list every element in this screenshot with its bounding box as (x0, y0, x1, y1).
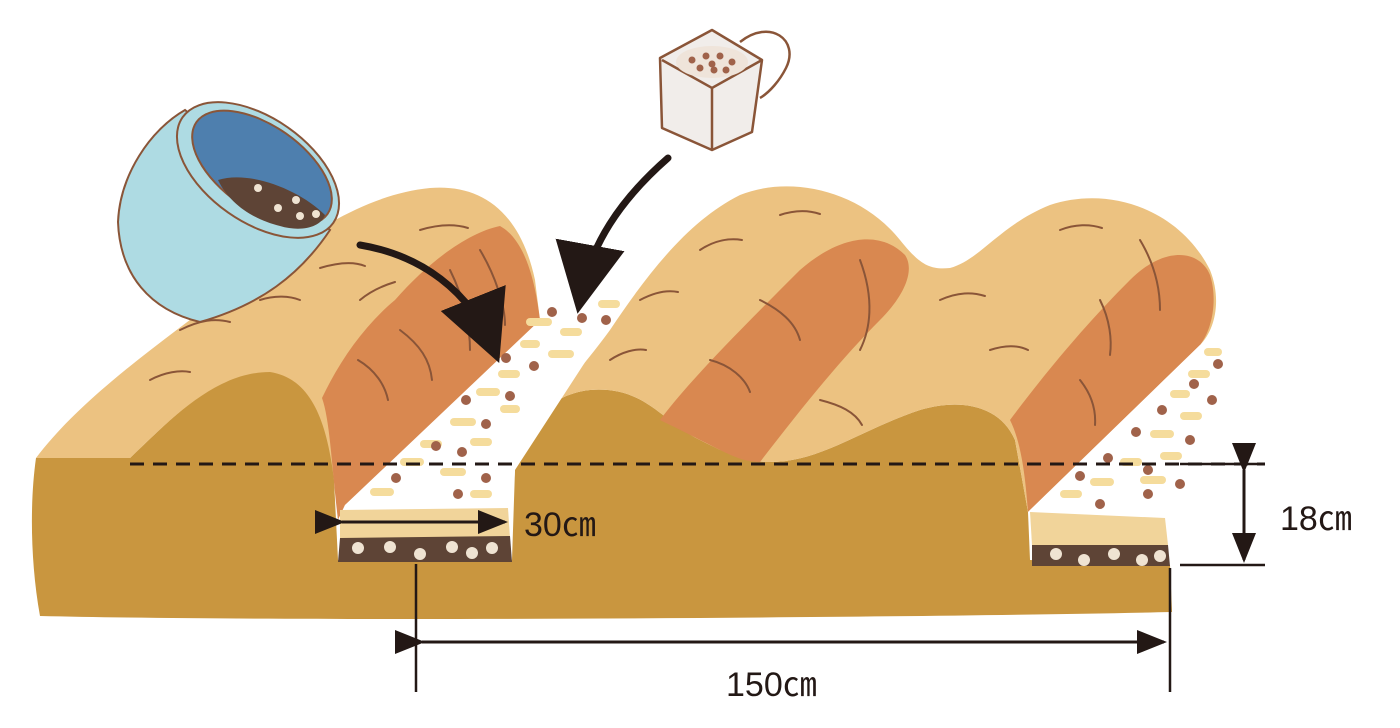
furrow-width-label: 30㎝ (524, 506, 596, 544)
compost-bucket-icon (116, 101, 341, 324)
bed-width-label: 150㎝ (726, 666, 817, 704)
furrow-width-dimension: 30㎝ (315, 506, 596, 544)
soil-body (31, 369, 1172, 619)
fertilizer-bag-icon (658, 28, 791, 152)
ridge-height-label: 18㎝ (1280, 500, 1352, 538)
bag-pour-arrow (555, 154, 672, 314)
ridge-right (515, 186, 1217, 512)
furrow-right (1028, 345, 1225, 566)
ridge-height-dimension: 18㎝ (1180, 443, 1352, 567)
bucket-pour-arrow (356, 241, 506, 363)
bed-width-dimension: 150㎝ (395, 564, 1172, 704)
